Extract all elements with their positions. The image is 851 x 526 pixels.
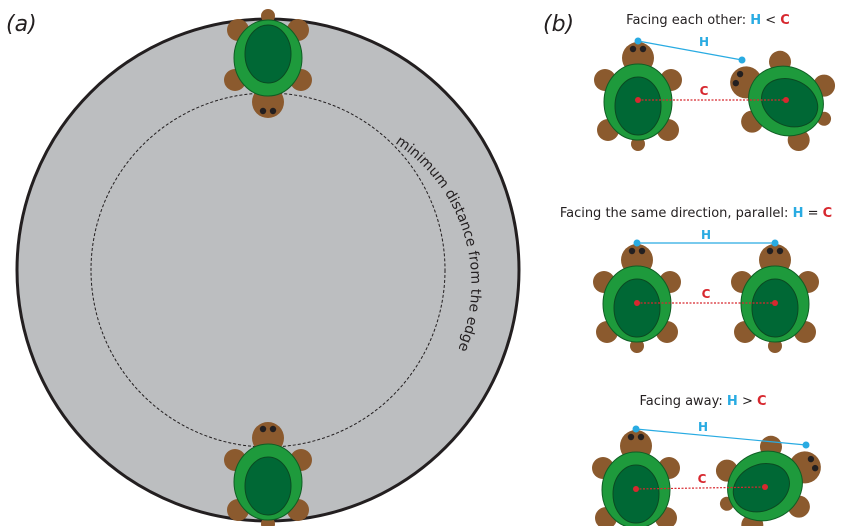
center-distance-label: C [702,287,711,301]
head-marker [771,239,779,247]
head-marker [802,441,810,449]
head-distance-label: H [698,420,708,434]
scenario-caption: Facing away: H > C [639,394,766,409]
center-marker [772,300,778,306]
center-marker [762,484,768,490]
scenario-facing-away: Facing away: H > C H C [591,394,839,526]
turtle-icon [592,243,682,354]
scenario-caption: Facing the same direction, parallel: H =… [560,206,832,221]
scenario-caption: Facing each other: H < C [626,13,790,28]
head-distance-label: H [699,35,709,49]
panel-b: (b) Facing each other: H < C H C Facing … [543,12,850,526]
center-distance-line [635,486,766,490]
head-marker [633,239,641,247]
center-distance-label: C [698,472,707,486]
head-marker [632,425,640,433]
turtle-icon [712,35,850,163]
panel-a: (a) minimum distance from the edge [6,8,521,526]
head-marker [738,56,746,64]
turtle-icon [591,429,681,526]
center-marker [783,97,789,103]
head-distance-label: H [701,228,711,242]
turtle-icon [593,41,683,152]
head-distance-line [635,428,807,446]
scenario-facing-each-other: Facing each other: H < C H C [593,13,850,163]
panel-b-label: (b) [543,12,574,37]
head-marker [634,37,642,45]
center-marker [635,97,641,103]
panel-a-label: (a) [6,12,37,37]
turtle-icon [730,243,820,354]
center-marker [634,300,640,306]
head-distance-line [637,40,743,61]
center-distance-label: C [700,84,709,98]
center-marker [633,486,639,492]
scenario-facing-same-direction: Facing the same direction, parallel: H =… [560,206,832,354]
